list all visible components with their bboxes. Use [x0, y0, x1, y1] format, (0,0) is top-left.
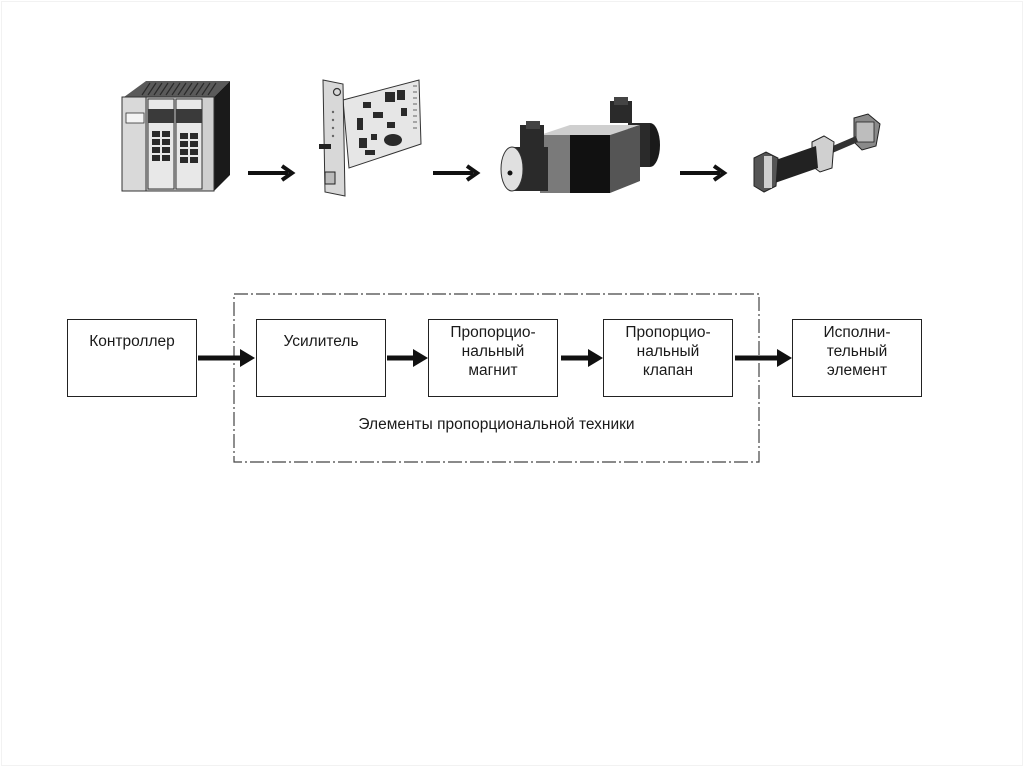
block-label: Контроллер: [89, 333, 175, 350]
flow-arrow-controller-to-amplifier: [198, 349, 255, 367]
block-proportional-magnet: Пропорцио- нальный магнит: [428, 319, 558, 397]
block-proportional-valve: Пропорцио- нальный клапан: [603, 319, 733, 397]
block-amplifier: Усилитель: [256, 319, 386, 397]
block-actuator: Исполни- тельный элемент: [792, 319, 922, 397]
photo-arrow-2: [433, 164, 481, 182]
block-label: Исполни- тельный элемент: [823, 324, 891, 379]
block-label: Пропорцио- нальный клапан: [625, 324, 711, 379]
proportional-elements-group: [233, 293, 760, 463]
amplifier-board-image: [313, 78, 428, 198]
controller-device-image: [118, 75, 236, 195]
photo-arrow-1: [248, 164, 296, 182]
block-label: Усилитель: [283, 333, 359, 350]
flow-arrow-magnet-to-valve: [561, 349, 603, 367]
block-controller: Контроллер: [67, 319, 197, 397]
proportional-valve-image: [500, 95, 665, 205]
block-label: Пропорцио- нальный магнит: [450, 324, 536, 379]
actuator-cylinder-image: [750, 112, 890, 202]
flow-arrow-valve-to-actuator: [735, 349, 792, 367]
photo-arrow-3: [680, 164, 728, 182]
flow-arrow-amplifier-to-magnet: [387, 349, 428, 367]
group-caption: Элементы пропорциональной техники: [358, 416, 635, 433]
